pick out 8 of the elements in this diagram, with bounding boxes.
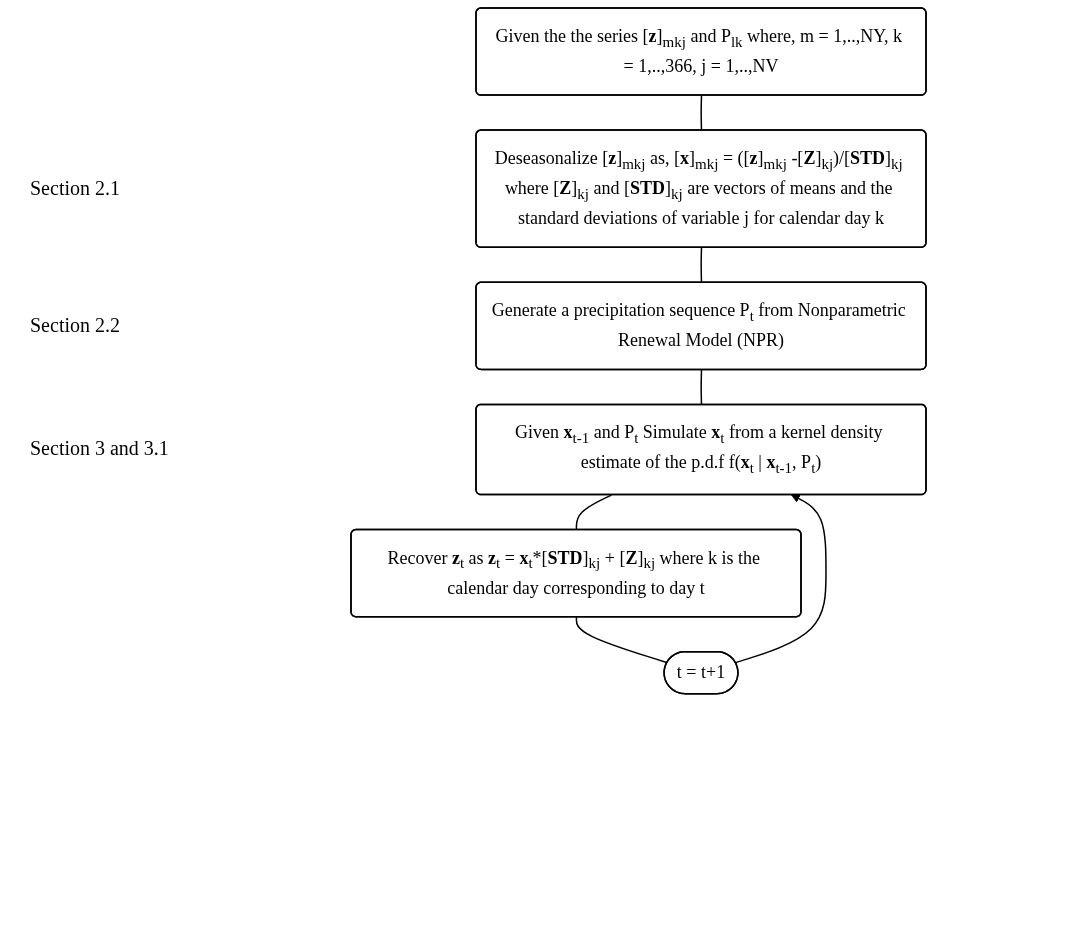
connector [700, 369, 703, 406]
connector [575, 494, 613, 531]
connector [575, 616, 669, 664]
section-label: Section 2.1 [30, 176, 120, 200]
section-label: Section 2.2 [30, 313, 120, 337]
connector [700, 94, 703, 132]
section-label: Section 3 and 3.1 [30, 437, 169, 461]
connector [700, 247, 703, 284]
